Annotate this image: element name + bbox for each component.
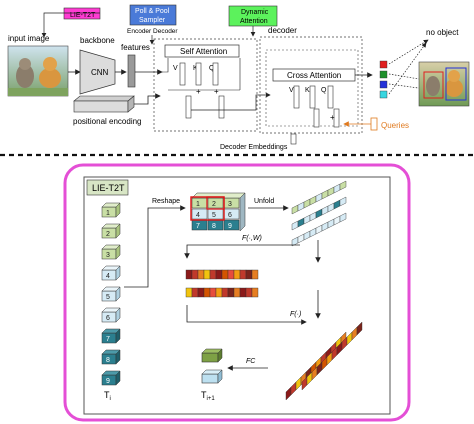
unfolded-strips — [291, 180, 347, 247]
plus-sign-a: + — [196, 87, 201, 96]
token-1 — [101, 202, 121, 218]
features-block — [127, 54, 136, 88]
pool-line2: Sampler — [139, 17, 166, 24]
token-column: 1 2 3 4 5 6 7 8 9 — [101, 202, 121, 386]
decoder-box — [259, 36, 363, 134]
queries-label: Queries — [381, 121, 409, 130]
plus-sign-b: + — [214, 87, 219, 96]
grid-number: 7 — [196, 223, 200, 230]
decoder-inner-box — [265, 49, 359, 127]
self-attention-label: Self Attention — [180, 47, 227, 56]
grid-number: 4 — [196, 212, 200, 219]
grid-number: 8 — [212, 223, 216, 230]
token-number: 1 — [106, 210, 110, 217]
unfold-strip-1 — [291, 180, 347, 215]
grid-number: 5 — [212, 212, 216, 219]
top-detr-pipeline: input image backbone CNN features positi… — [7, 4, 470, 151]
reshape-label: Reshape — [152, 198, 180, 205]
t-next-label: Ti+1 — [201, 390, 215, 402]
unfold-strip-2 — [291, 196, 347, 231]
cross-attention-block: Cross Attention — [272, 68, 356, 82]
queries-block — [370, 117, 378, 131]
grid-number: 9 — [228, 223, 232, 230]
positional-encoding-block — [73, 95, 135, 113]
f-label: F(·) — [290, 311, 301, 318]
poll-pool-sampler-tag: Poll & Pool Sampler — [129, 4, 177, 26]
reshaped-grid: 1 2 3 4 5 6 7 8 9 — [190, 192, 246, 232]
decoder-token-bars — [293, 85, 340, 128]
v-label-1: V — [173, 65, 178, 72]
token-number: 6 — [106, 315, 110, 322]
grid-number: 3 — [228, 201, 232, 208]
lie-t2t-title: LIE-T2T — [92, 183, 125, 193]
token-9 — [101, 370, 121, 386]
token-number: 7 — [106, 336, 110, 343]
grid-cell-9 — [223, 219, 240, 231]
lie-t2t-tag: LIE-T2T — [63, 7, 101, 20]
encoder-box — [153, 38, 258, 132]
token-3 — [101, 244, 121, 260]
token-number: 9 — [106, 378, 110, 385]
attention-strip-2 — [185, 287, 259, 298]
input-image-label: input image — [8, 34, 50, 43]
token-2 — [101, 223, 121, 239]
token-number: 8 — [106, 357, 110, 364]
k-label-2: K — [305, 87, 310, 94]
output-strips — [285, 321, 363, 401]
token-number: 3 — [106, 252, 110, 259]
token-6 — [101, 307, 121, 323]
attention-strips — [185, 269, 259, 298]
grid-number: 1 — [196, 201, 200, 208]
no-object-label: no object — [426, 28, 459, 37]
attention-strip-1 — [185, 269, 259, 280]
cross-attention-label: Cross Attention — [287, 71, 341, 80]
pool-line1: Poll & Pool — [135, 8, 170, 15]
dynamic-line1: Dynamic — [241, 9, 269, 16]
positional-encoding-label: positional encoding — [73, 117, 142, 126]
plus-sign-c: + — [330, 113, 335, 122]
input-image — [7, 45, 69, 97]
token-8 — [101, 349, 121, 365]
dynamic-attention-tag: Dynamic Attention — [228, 5, 278, 27]
cnn-label: CNN — [91, 68, 109, 77]
output-strip-2 — [301, 321, 363, 391]
q-label-1: Q — [209, 65, 215, 72]
token-number: 4 — [106, 273, 110, 280]
grid-side-face — [239, 192, 246, 232]
decoder-embeddings-block — [290, 133, 297, 145]
v-label-2: V — [289, 87, 294, 94]
token-number: 2 — [106, 231, 110, 238]
encoder-decoder-label: Encoder Decoder — [127, 28, 178, 35]
q-label-2: Q — [321, 87, 327, 94]
dynamic-line2: Attention — [240, 18, 268, 25]
fw-label: F(·,W) — [242, 235, 262, 242]
next-tokens — [201, 348, 223, 384]
grid-window-red-inner — [206, 196, 225, 210]
grid-cell-4 — [191, 208, 208, 220]
self-attention-block: Self Attention — [164, 44, 240, 58]
prediction-squares — [379, 60, 388, 99]
token-number: 5 — [106, 294, 110, 301]
k-label-1: K — [193, 65, 198, 72]
grid-number: 2 — [212, 201, 216, 208]
lie-t2t-title-box: LIE-T2T — [86, 179, 129, 196]
grid-number: 6 — [228, 212, 232, 219]
encoder-token-bars — [179, 62, 225, 119]
token-4 — [101, 265, 121, 281]
lie-t2t-tag-text: LIE-T2T — [70, 12, 96, 19]
backbone-label: backbone — [80, 36, 115, 45]
token-5 — [101, 286, 121, 302]
fc-label: FC — [246, 358, 256, 365]
decoder-label: decoder — [268, 26, 297, 35]
unfold-strip-3 — [291, 212, 347, 247]
cnn-block: CNN — [79, 49, 116, 95]
unfold-label: Unfold — [254, 198, 274, 205]
t-i-label: Ti — [104, 390, 111, 402]
output-image — [418, 61, 470, 107]
token-7 — [101, 328, 121, 344]
features-label: features — [121, 43, 150, 52]
decoder-embeddings-label: Decoder Embeddings — [220, 144, 288, 151]
